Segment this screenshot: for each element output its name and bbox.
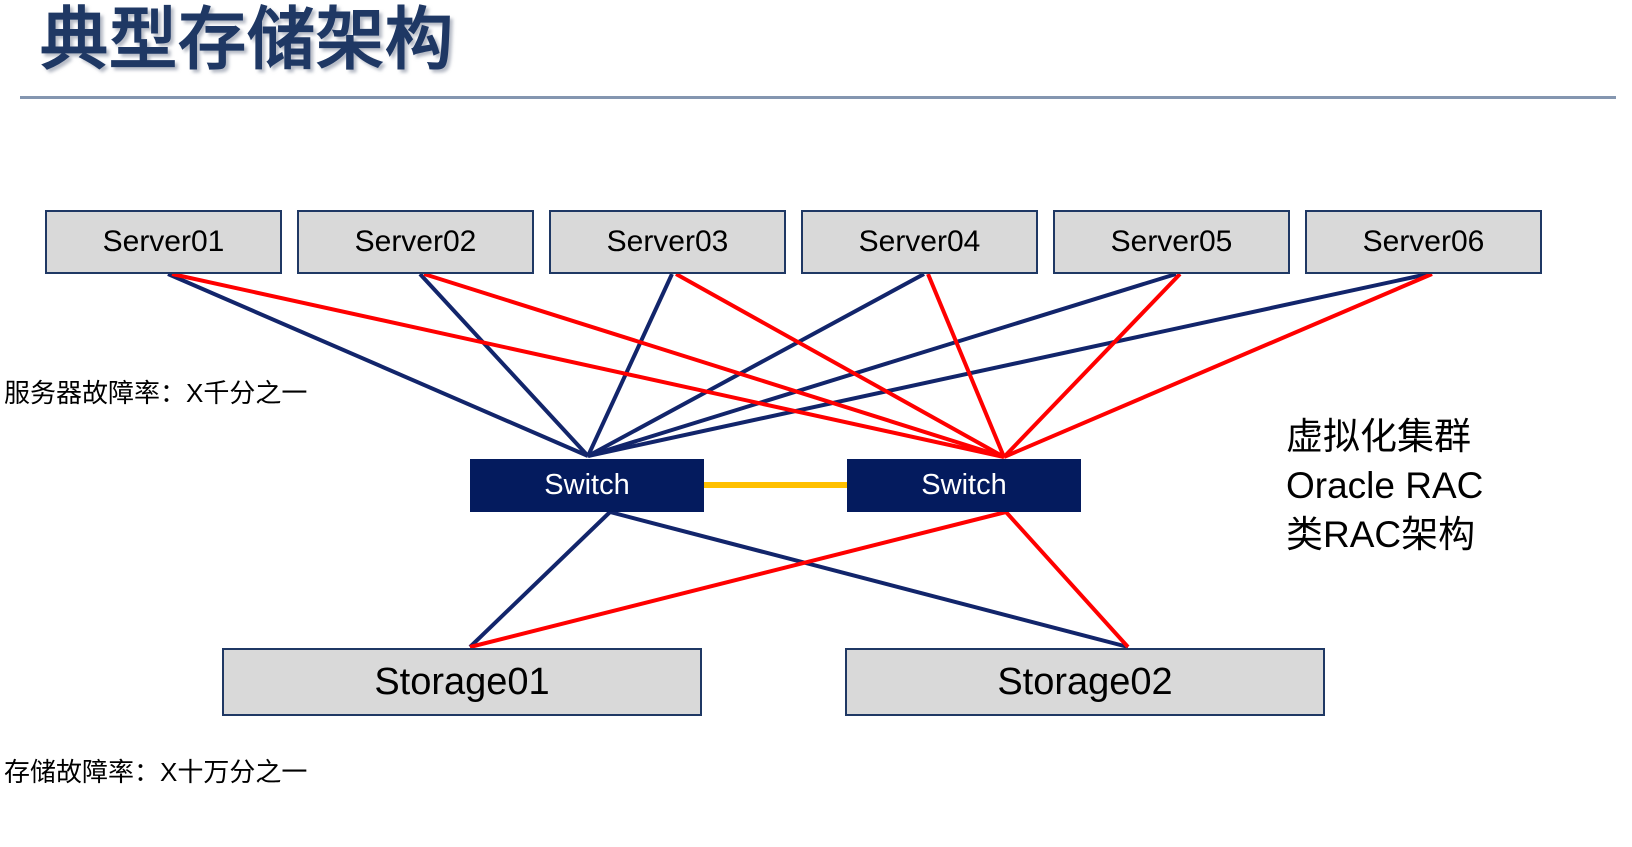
server-failure-rate-note: 服务器故障率：X千分之一 [4, 378, 308, 408]
server-box-01[interactable]: Server01 [45, 210, 282, 274]
cluster-note-line-1: 虚拟化集群 [1286, 416, 1471, 457]
server-label: Server03 [606, 225, 729, 258]
server-label: Server02 [354, 225, 477, 258]
server-box-04[interactable]: Server04 [801, 210, 1038, 274]
server-label: Server05 [1110, 225, 1233, 258]
right-switch-to-storage-links [469, 510, 1130, 649]
link-switch-right-storage01 [469, 510, 1007, 649]
link-server05-switch-right [1002, 272, 1182, 459]
storage-failure-rate-note: 存储故障率：X十万分之一 [4, 757, 308, 787]
switch-box-left[interactable]: Switch [470, 459, 704, 512]
link-server03-switch-left [586, 273, 674, 457]
server-box-02[interactable]: Server02 [297, 210, 534, 274]
left-switch-to-storage-links [468, 510, 1129, 649]
switch-label: Switch [544, 469, 630, 501]
link-server05-switch-left [587, 272, 1177, 458]
link-server01-switch-left [167, 272, 589, 458]
server-to-left-switch-links [167, 272, 1429, 458]
storage-label: Storage01 [374, 660, 550, 703]
link-server02-switch-right [423, 272, 1005, 459]
cluster-note-line-2: Oracle RAC [1286, 465, 1484, 506]
storage-box-01[interactable]: Storage01 [222, 648, 702, 716]
switch-box-right[interactable]: Switch [847, 459, 1081, 512]
switch-label: Switch [921, 469, 1007, 501]
link-switch-left-storage01 [468, 510, 612, 649]
server-label: Server04 [858, 225, 981, 258]
cluster-architecture-note: 虚拟化集群 Oracle RAC 类RAC架构 [1286, 412, 1483, 559]
server-label: Server01 [102, 225, 225, 258]
link-server04-switch-right [926, 273, 1006, 458]
storage-label: Storage02 [997, 660, 1173, 703]
link-server01-switch-right [171, 272, 1005, 459]
server-label: Server06 [1362, 225, 1485, 258]
link-server04-switch-left [587, 272, 925, 458]
link-server03-switch-right [675, 272, 1005, 459]
link-server02-switch-left [418, 272, 590, 458]
storage-box-02[interactable]: Storage02 [845, 648, 1325, 716]
cluster-note-line-3: 类RAC架构 [1286, 514, 1476, 555]
page-title: 典型存储架构 [40, 2, 455, 78]
link-server06-switch-left [587, 272, 1429, 458]
title-divider [20, 96, 1616, 99]
server-box-06[interactable]: Server06 [1305, 210, 1542, 274]
link-switch-right-storage02 [1004, 510, 1130, 649]
server-to-right-switch-links [171, 272, 1433, 459]
link-switch-left-storage02 [609, 510, 1129, 649]
server-box-03[interactable]: Server03 [549, 210, 786, 274]
link-server06-switch-right [1003, 272, 1433, 459]
server-box-05[interactable]: Server05 [1053, 210, 1290, 274]
